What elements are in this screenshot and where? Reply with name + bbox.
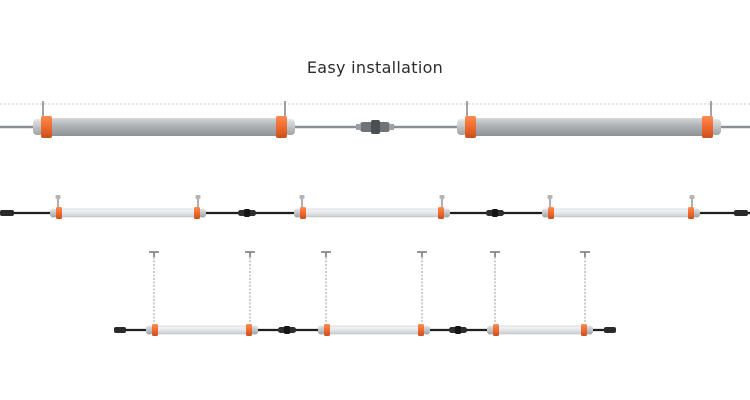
orange-collar xyxy=(152,324,158,336)
cable-end-plug xyxy=(114,327,126,333)
connector-nut xyxy=(371,120,380,134)
end-cap xyxy=(294,208,301,218)
orange-collar xyxy=(581,324,587,336)
connector-nut xyxy=(284,326,290,334)
tube-body xyxy=(59,208,197,218)
end-cap xyxy=(199,208,206,218)
end-cap xyxy=(423,325,430,335)
mount-clip xyxy=(547,195,553,199)
orange-collar xyxy=(246,324,252,336)
orange-collar xyxy=(465,116,476,138)
end-cap xyxy=(443,208,450,218)
orange-collar xyxy=(194,207,200,219)
orange-collar xyxy=(324,324,330,336)
row-ceiling-mounted xyxy=(0,101,750,138)
mount-clip xyxy=(195,195,201,199)
connector-nut xyxy=(244,209,250,217)
end-cap xyxy=(50,208,57,218)
cable-connector xyxy=(356,120,394,134)
mount-clip xyxy=(299,195,305,199)
connector-nut xyxy=(455,326,461,334)
orange-collar xyxy=(548,207,554,219)
orange-collar xyxy=(41,116,52,138)
cable-end-plug xyxy=(734,210,748,216)
tube-body xyxy=(303,208,441,218)
suspended-luminaire-2 xyxy=(318,324,430,336)
end-cap xyxy=(711,119,721,135)
mount-clip xyxy=(439,195,445,199)
connector-tip xyxy=(356,124,361,130)
tube-body xyxy=(327,325,421,335)
cable-connector xyxy=(486,209,504,217)
orange-collar xyxy=(300,207,306,219)
row-cable-connected xyxy=(0,195,750,219)
end-cap xyxy=(487,325,494,335)
connector-nut xyxy=(492,209,498,217)
end-cap xyxy=(285,119,295,135)
orange-collar xyxy=(438,207,444,219)
mount-clip xyxy=(55,195,61,199)
end-cap xyxy=(586,325,593,335)
orange-collar xyxy=(702,116,713,138)
orange-collar xyxy=(688,207,694,219)
mount-clip xyxy=(689,195,695,199)
cable-connector xyxy=(278,326,296,334)
tube-body xyxy=(155,325,249,335)
tube-body xyxy=(496,325,584,335)
cable-end-plug xyxy=(604,327,616,333)
row-suspended xyxy=(114,251,616,336)
luminaire-3 xyxy=(542,207,700,219)
end-cap xyxy=(251,325,258,335)
orange-collar xyxy=(276,116,287,138)
tube-body xyxy=(474,118,704,136)
end-cap xyxy=(693,208,700,218)
cable-connector xyxy=(238,209,256,217)
end-cap xyxy=(146,325,153,335)
tube-body xyxy=(551,208,691,218)
orange-collar xyxy=(56,207,62,219)
luminaire-1 xyxy=(50,207,206,219)
luminaire-large-2 xyxy=(457,101,721,138)
suspended-luminaire-3 xyxy=(487,324,593,336)
cable-end-plug xyxy=(0,210,14,216)
end-cap xyxy=(542,208,549,218)
tube-body xyxy=(50,118,278,136)
end-cap xyxy=(318,325,325,335)
luminaire-2 xyxy=(294,207,450,219)
orange-collar xyxy=(493,324,499,336)
end-cap xyxy=(33,119,43,135)
connector-tip xyxy=(389,124,394,130)
suspended-luminaire-1 xyxy=(146,324,258,336)
end-cap xyxy=(457,119,467,135)
cable-connector xyxy=(449,326,467,334)
page-title: Easy installation xyxy=(306,58,444,77)
luminaire-large-1 xyxy=(33,101,295,138)
orange-collar xyxy=(418,324,424,336)
